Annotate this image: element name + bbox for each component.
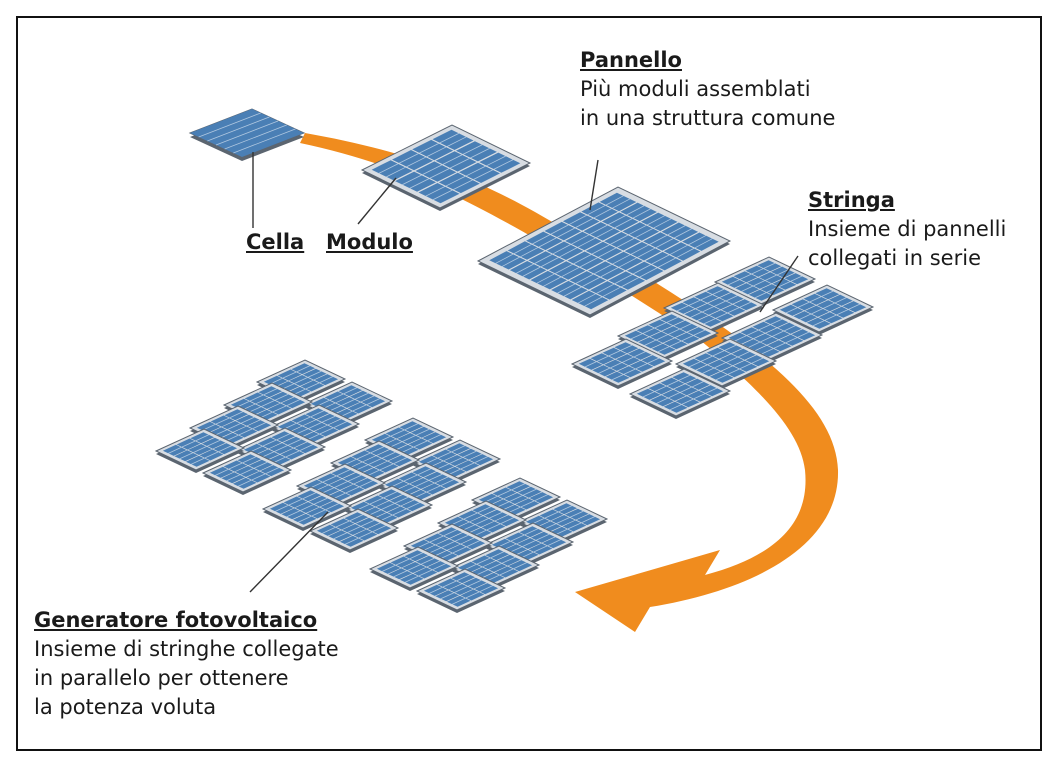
generatore-desc-line-3: la potenza voluta	[34, 695, 217, 719]
pannello-shape	[476, 186, 732, 318]
stringa-title: Stringa	[808, 188, 895, 212]
stringa-leader	[759, 255, 799, 313]
generatore-panel-24	[415, 568, 507, 613]
modulo-shape	[360, 124, 532, 211]
cella-shape	[188, 108, 306, 161]
generatore-panel-7	[154, 428, 246, 473]
generatore-desc-line-2: in parallelo per ottenere	[34, 666, 289, 690]
pannello-desc-line-1: Più moduli assemblati	[580, 77, 811, 101]
diagram-border	[16, 16, 1042, 751]
generatore-leader	[249, 511, 329, 593]
stringa-panel-7	[570, 338, 674, 389]
pannello-desc-line-2: in una struttura comune	[580, 106, 836, 130]
generatore-label: Generatore fotovoltaico Insieme di strin…	[34, 606, 339, 722]
modulo-leader	[357, 177, 397, 225]
generatore-panel-8	[201, 450, 293, 495]
pannello-title: Pannello	[580, 48, 682, 72]
generatore-desc-line-1: Insieme di stringhe collegate	[34, 637, 339, 661]
generatore-panel-23	[368, 546, 460, 591]
generatore-panel-16	[308, 508, 400, 553]
stringa-panel-8	[628, 368, 732, 419]
modulo-title: Modulo	[326, 230, 413, 254]
generatore-title: Generatore fotovoltaico	[34, 608, 318, 632]
pannello-label: Pannello Più moduli assemblati in una st…	[580, 46, 835, 133]
cella-label: Cella	[246, 228, 304, 257]
stringa-label: Stringa Insieme di pannelli collegati in…	[808, 186, 1006, 273]
stringa-desc-line-2: collegati in serie	[808, 246, 981, 270]
pannello-leader	[589, 159, 599, 211]
flow-arrow	[300, 133, 839, 632]
generatore-panel-15	[261, 486, 353, 531]
modulo-label: Modulo	[326, 228, 413, 257]
cella-title: Cella	[246, 230, 305, 254]
stringa-desc-line-1: Insieme di pannelli	[808, 217, 1007, 241]
leader-lines	[249, 152, 799, 593]
panels-layer	[154, 108, 875, 613]
